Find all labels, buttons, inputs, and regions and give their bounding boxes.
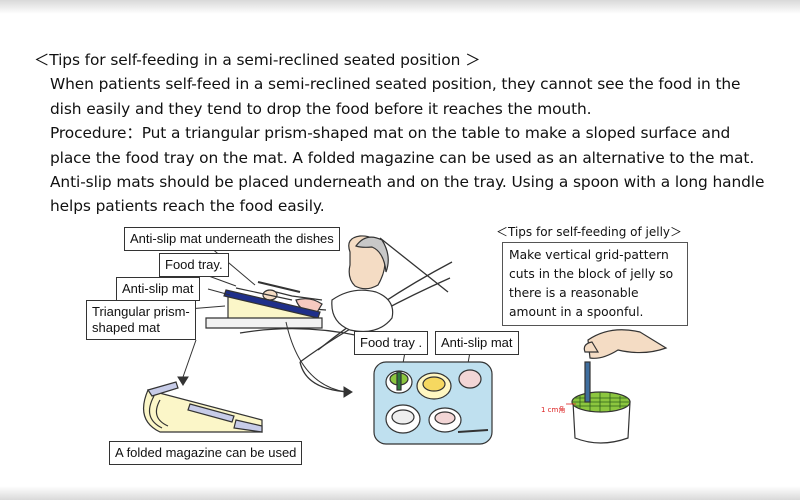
label-food-tray: Food tray.: [159, 253, 229, 277]
wedge-with-tray: [205, 281, 323, 329]
paragraph-procedure: Procedure：Put a triangular prism-shaped …: [50, 124, 765, 216]
patient-figure: [262, 235, 394, 333]
label-triangular-mat-line1: Triangular prism-: [92, 304, 190, 319]
jelly-cup-illustration: [566, 329, 668, 444]
jelly-size-note: 1 cm角: [541, 406, 566, 414]
label-anti-slip-mat-2: Anti-slip mat: [435, 331, 519, 355]
tips-heading: ＜Tips for self-feeding in a semi-recline…: [34, 51, 481, 69]
label-triangular-mat: Triangular prism- shaped mat: [86, 300, 196, 340]
top-frame-shadow: [0, 0, 800, 14]
label-anti-slip-mat: Anti-slip mat: [116, 277, 200, 301]
label-triangular-mat-line2: shaped mat: [92, 320, 160, 335]
label-anti-slip-underneath: Anti-slip mat underneath the dishes: [124, 227, 340, 251]
label-food-tray-2: Food tray .: [354, 331, 429, 355]
folded-magazine-illustration: [142, 381, 263, 433]
tips-text: ＜Tips for self-feeding in a semi-recline…: [34, 48, 774, 219]
top-view-tray: [373, 361, 493, 445]
bottom-frame-shadow: [0, 486, 800, 500]
jelly-tips-box: Make vertical grid-pattern cuts in the b…: [502, 242, 688, 326]
jelly-tips-title: ＜Tips for self-feeding of jelly＞: [496, 225, 683, 239]
label-folded-magazine: A folded magazine can be used: [109, 441, 303, 465]
paragraph-problem: When patients self-feed in a semi-reclin…: [50, 75, 741, 118]
